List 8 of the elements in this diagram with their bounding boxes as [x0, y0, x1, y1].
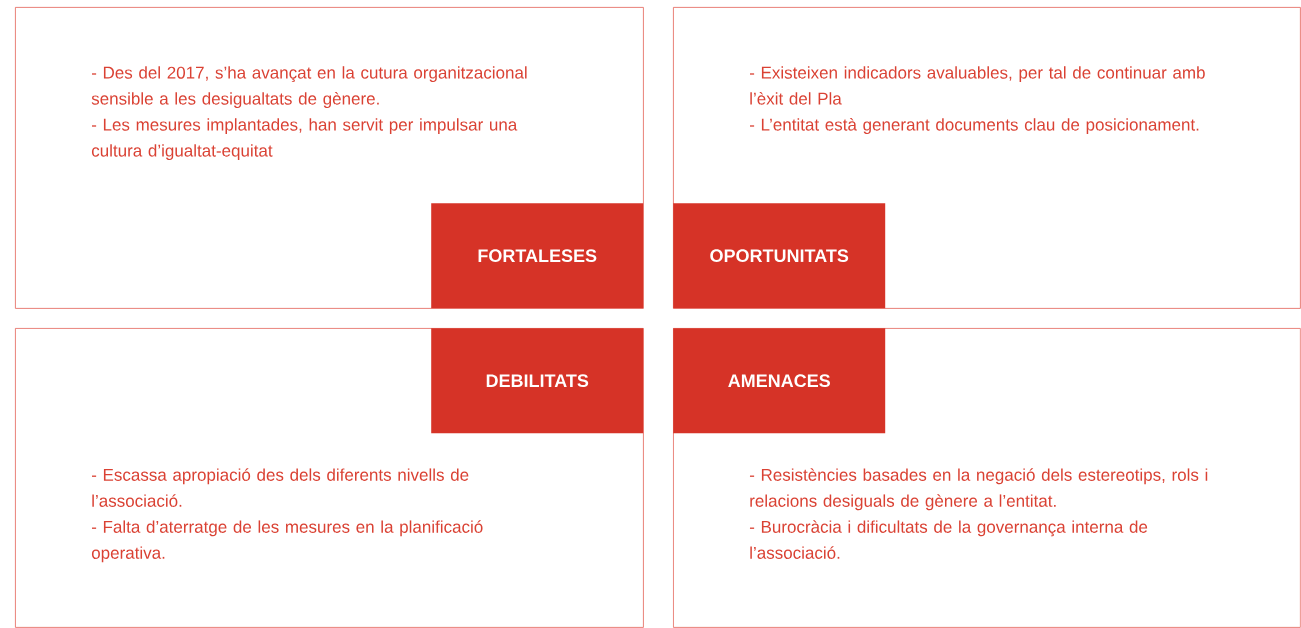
header-box: FORTALESES — [431, 203, 644, 309]
bullet-text: - Des del 2017, s’ha avançat en la cutura organitzacional sensible a les desigualtats de gènere. - Les mesures implantades, han servit per impulsar una cultura d’igualtat-equitat — [91, 66, 527, 161]
bullet-text: - Escassa apropiació des dels diferents nivells de l’associació. - Falta d’aterratge de les mesures en la planificació operativa. — [91, 468, 483, 563]
header-box: AMENACES — [673, 328, 886, 434]
header-box: DEBILITATS — [431, 328, 644, 434]
bullet-text: - Resistències basades en la negació dels estereotips, rols i relacions desiguals de gènere a l’entitat. - Burocràcia i dificultats de la governança interna de l’associació. — [749, 468, 1208, 559]
bullet-text: - Existeixen indicadors avaluables, per tal de continuar amb l’èxit del Pla - L’entitat està generant documents clau de posicionament. — [749, 66, 1205, 135]
header-box: OPORTUNITATS — [673, 203, 886, 309]
